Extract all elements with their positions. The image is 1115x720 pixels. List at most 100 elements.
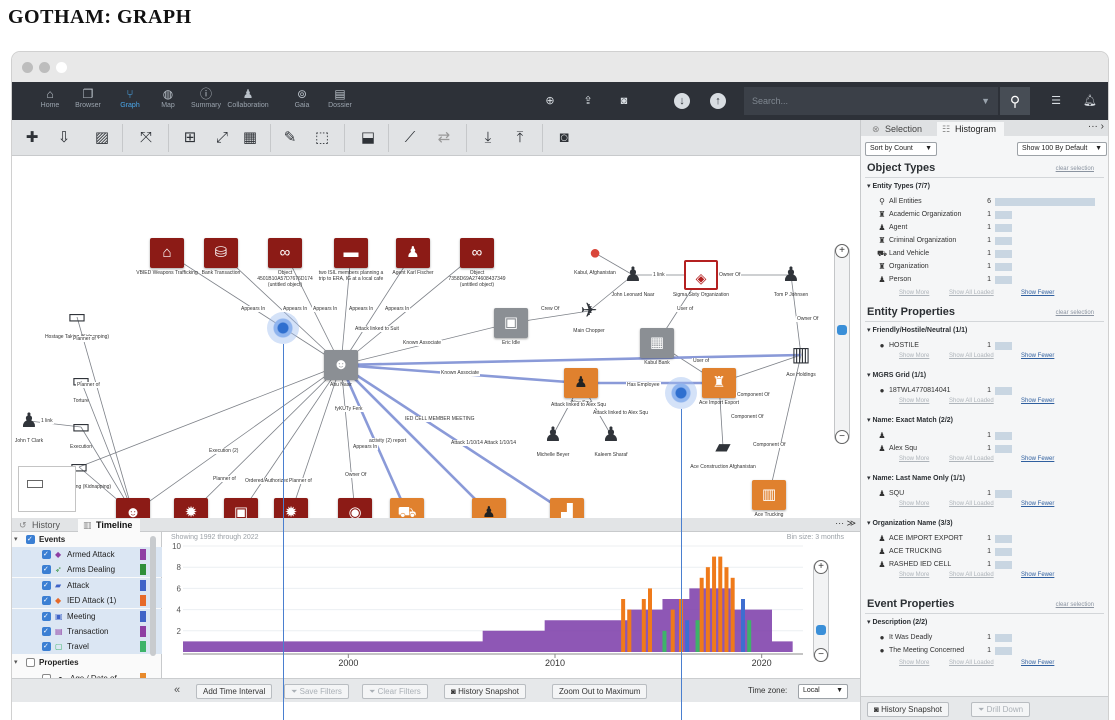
event-checkbox[interactable] [42,562,51,577]
graph-node[interactable]: ▭ [60,302,94,332]
show-more-link[interactable]: Show More [899,456,930,462]
show-count-select[interactable]: Show 100 By Default▼ [1017,142,1107,156]
show-more-link[interactable]: Show More [899,290,930,296]
show-all-loaded-link[interactable]: Show All Loaded [949,660,994,666]
graph-node[interactable]: ▥ [752,480,786,510]
notification-bell-icon[interactable]: 🔔︎ [1083,95,1097,107]
graph-edge[interactable] [340,364,490,514]
show-fewer-link[interactable]: Show Fewer [1021,456,1055,462]
save-filters-button[interactable]: ⏷ Save Filters [284,684,349,699]
graph-zoom-slider[interactable]: + − [834,244,850,444]
graph-edge[interactable] [190,364,342,514]
tab-history[interactable]: ↺History [19,520,61,530]
graph-node[interactable]: ⛁ [204,238,238,268]
graph-node[interactable]: ♟ [564,368,598,398]
graph-edge[interactable] [220,252,342,366]
graph-edge[interactable] [340,252,352,366]
graph-node[interactable]: ▭ [64,366,98,396]
graph-node[interactable]: ⌂ [150,238,184,268]
show-all-loaded-link[interactable]: Show All Loaded [949,398,994,404]
window-close-button[interactable] [22,62,33,73]
download-icon[interactable]: ↓ [674,93,690,109]
tab-selection[interactable]: ⊗Selection [872,124,923,134]
group-title[interactable]: ▾ Friendly/Hostile/Neutral (1/1) [867,326,967,334]
history-snapshot-button[interactable]: ◙ History Snapshot [867,702,949,717]
expand-links-icon[interactable]: ⤧ [139,129,152,146]
bottom-more-icon[interactable]: ··· ≫ [835,518,856,528]
show-more-link[interactable]: Show More [899,572,930,578]
graph-node[interactable]: ☻ [116,498,150,518]
event-filter-row[interactable]: ◆IED Attack (1) [12,593,162,609]
list-menu-icon[interactable]: ☰ [1051,95,1061,107]
graph-node[interactable]: ▣ [224,498,258,518]
layout-hierarchy-icon[interactable]: ⊞ [183,129,197,146]
graph-edge[interactable] [340,353,802,367]
show-fewer-link[interactable]: Show Fewer [1021,572,1055,578]
layout-spread-icon[interactable]: ⤢ [215,129,228,146]
events-group-header[interactable]: ▾Events [12,532,162,547]
group-title[interactable]: ▾ Name: Exact Match (2/2) [867,416,953,424]
graph-canvas[interactable]: ⌂VBIED Weapons Trafficking⛁Bank Transact… [12,156,860,518]
group-title[interactable]: ▾ Entity Types (7/7) [867,182,930,190]
graph-node[interactable]: ▰ [706,432,740,462]
graph-node[interactable]: ♟ [594,420,628,450]
pin-icon[interactable]: ✎ [283,129,297,146]
draw-link-icon[interactable]: ⟋ [404,129,416,146]
show-all-loaded-link[interactable]: Show All Loaded [949,353,994,359]
graph-node[interactable]: ▣ [494,308,528,338]
graph-edge[interactable] [340,364,356,514]
graph-minimap[interactable] [18,466,76,512]
graph-edge[interactable] [78,364,342,468]
event-checkbox[interactable] [26,532,35,547]
search-around-down-icon[interactable]: ⤓ [484,129,492,146]
graph-edge[interactable] [80,380,134,514]
tab-timeline[interactable]: ▥Timeline [78,519,141,532]
graph-node[interactable]: ▬ [334,238,368,268]
chevron-down-icon[interactable]: ▾ [867,520,873,527]
event-checkbox[interactable] [42,624,51,639]
show-fewer-link[interactable]: Show Fewer [1021,353,1055,359]
sort-select[interactable]: Sort by Count▼ [865,142,937,156]
chevron-down-icon[interactable]: ▾ [867,372,873,379]
graph-node[interactable]: ✈ [572,296,606,326]
nav-collaboration[interactable]: ♟Collaboration [226,86,270,116]
event-checkbox[interactable] [26,658,35,667]
event-filter-row[interactable]: ▢Travel [12,639,162,655]
graph-node[interactable]: ♜ [702,368,736,398]
event-filter-row[interactable]: ▤Transaction [12,624,162,639]
graph-edge[interactable] [340,363,568,515]
chevron-down-icon[interactable]: ▾ [867,327,873,334]
chevron-down-icon[interactable]: ▾ [867,183,873,190]
nav-dossier[interactable]: ▤Dossier [318,86,362,116]
clear-selection-link[interactable]: clear selection [1055,602,1094,608]
drill-down-button[interactable]: ⏷ Drill Down [971,702,1031,717]
histogram-row[interactable]: ♟1 [877,430,1102,442]
timeline-zoom-slider[interactable]: + − [813,560,829,662]
layout-grid-icon[interactable]: ▦ [242,129,258,146]
event-filter-row[interactable]: ▣Meeting [12,608,162,624]
graph-node[interactable]: ⛟ [390,498,424,518]
graph-node[interactable]: ✹ [174,498,208,518]
event-checkbox[interactable] [42,639,51,654]
show-fewer-link[interactable]: Show Fewer [1021,290,1055,296]
annotate-icon[interactable]: ⬓ [360,129,376,146]
show-all-loaded-link[interactable]: Show All Loaded [949,572,994,578]
events-group-header[interactable]: ▾Properties [12,655,162,670]
nav-home[interactable]: ⌂Home [28,86,72,116]
graph-edge[interactable] [594,252,634,276]
